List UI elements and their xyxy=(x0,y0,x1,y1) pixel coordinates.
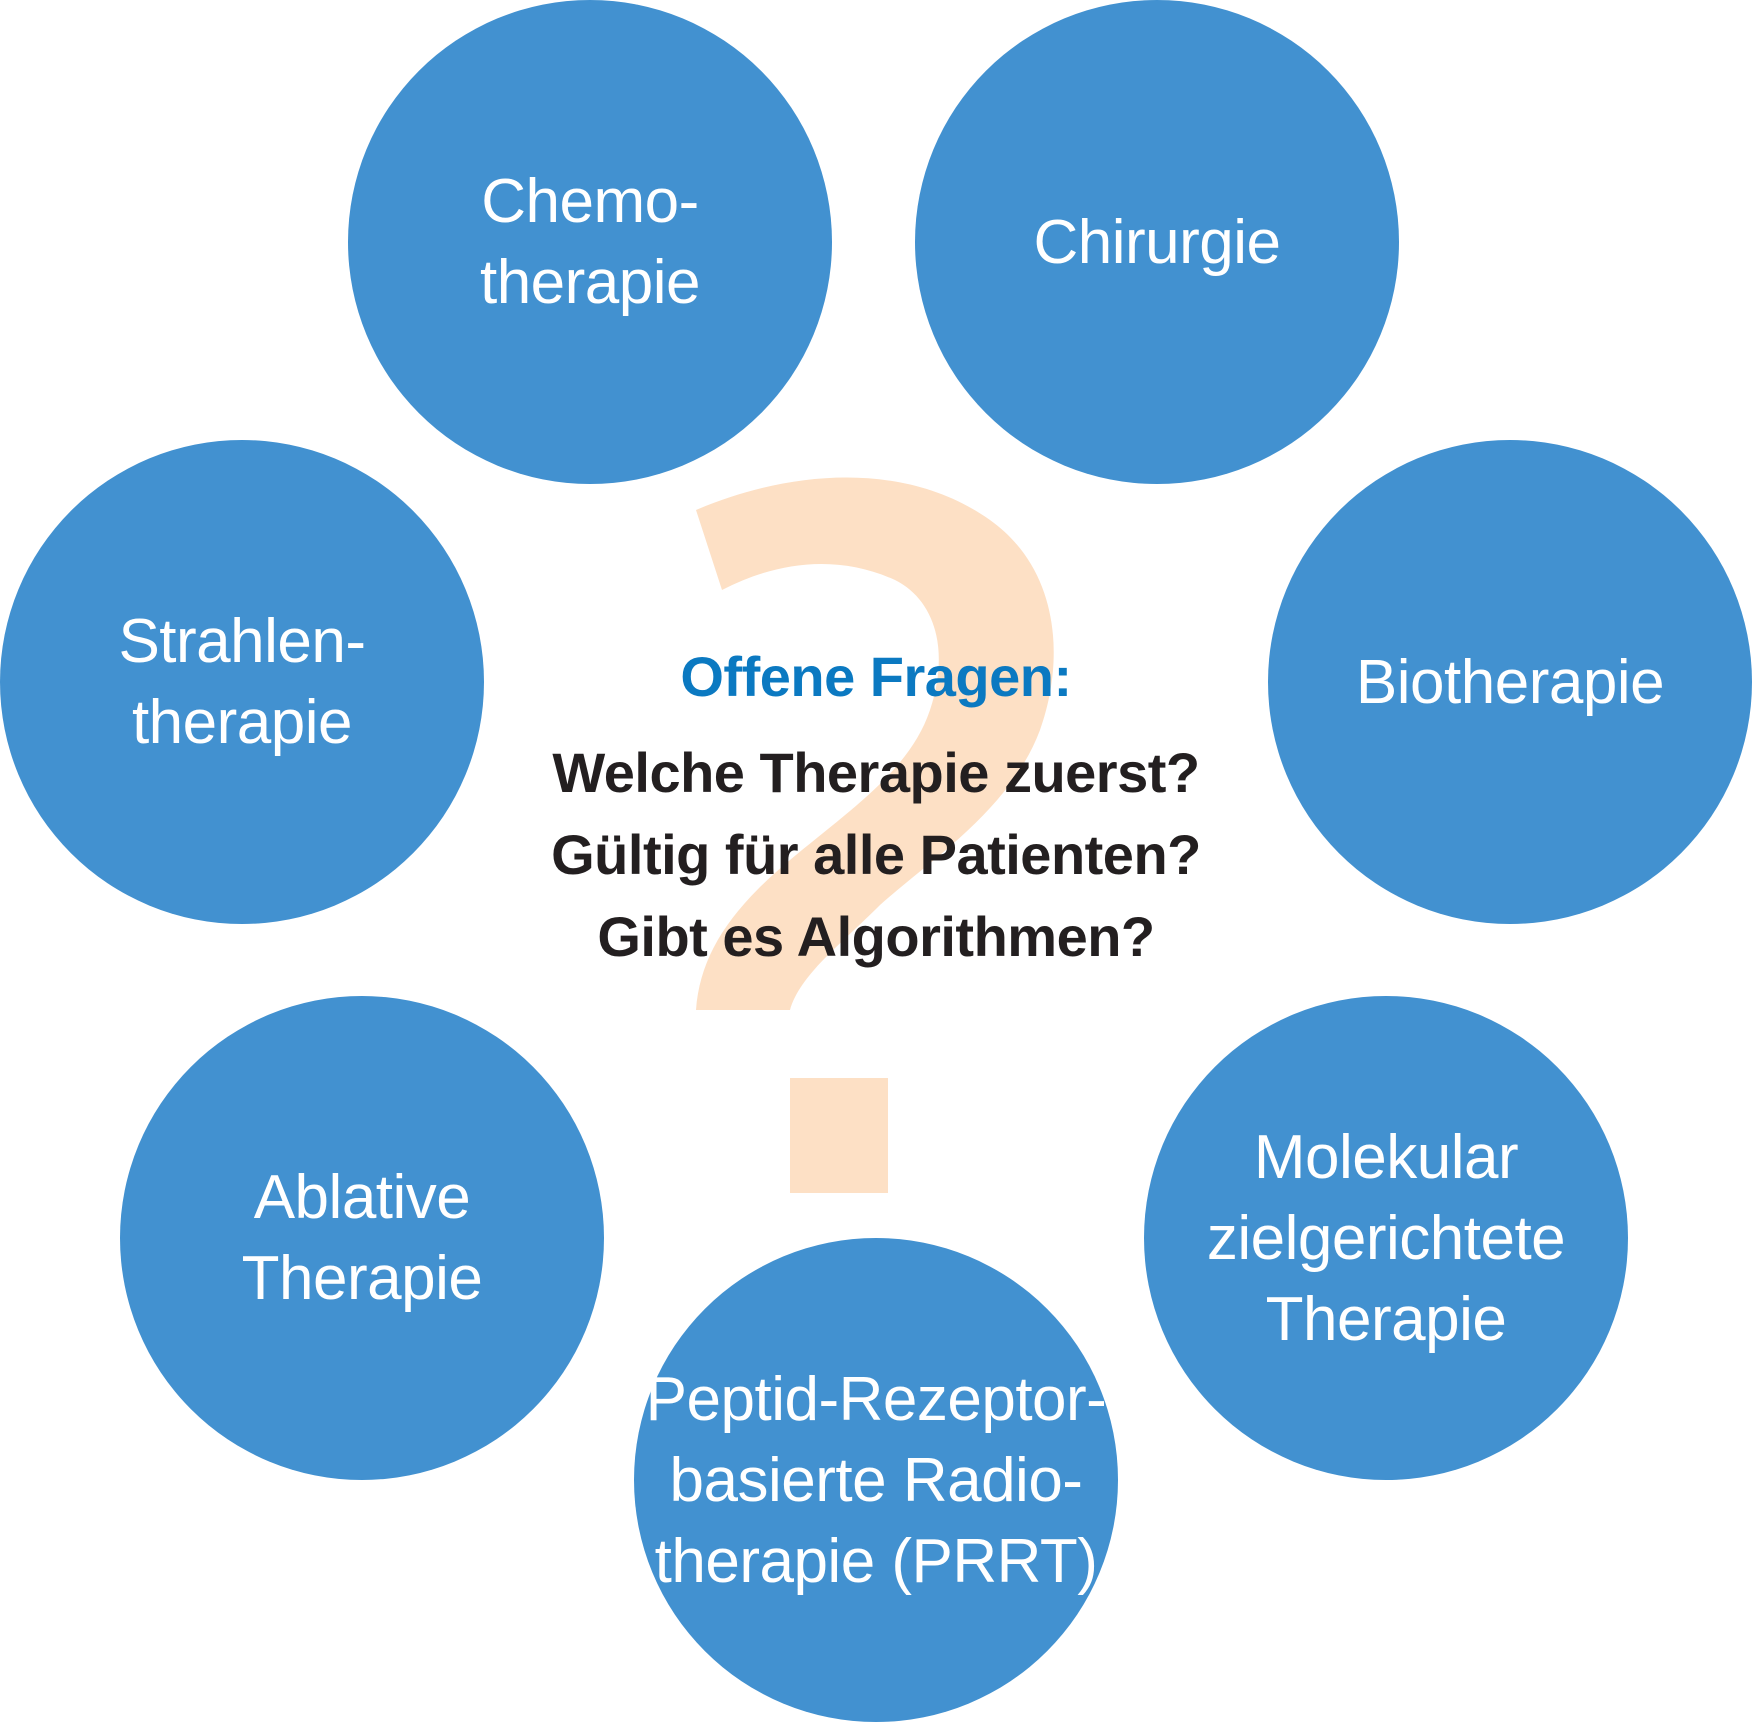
question-algorithms: Gibt es Algorithmen? xyxy=(597,905,1155,968)
label-molekular-zielgerichtete-therapie: Molekular zielgerichtete Therapie xyxy=(1206,1122,1566,1354)
question-therapy-order: Welche Therapie zuerst? xyxy=(552,741,1200,804)
circle-ablative-therapie: Ablative Therapie xyxy=(120,996,604,1480)
circle-prrt: Peptid-Rezeptor- basierte Radio- therapi… xyxy=(634,1238,1118,1722)
circle-strahlentherapie: Strahlen- therapie xyxy=(0,440,484,924)
label-prrt: Peptid-Rezeptor- basierte Radio- therapi… xyxy=(645,1364,1107,1596)
circle-molekular-zielgerichtete-therapie: Molekular zielgerichtete Therapie xyxy=(1144,996,1628,1480)
question-mark-dot xyxy=(790,1078,888,1193)
label-biotherapie: Biotherapie xyxy=(1355,647,1665,717)
circle-chemotherapie: Chemo- therapie xyxy=(348,0,832,484)
circle-chirurgie: Chirurgie xyxy=(915,0,1399,484)
label-ablative-therapie: Ablative Therapie xyxy=(241,1163,483,1313)
question-mark-curve xyxy=(696,477,1054,1010)
label-strahlentherapie: Strahlen- therapie xyxy=(118,607,366,757)
circle-biotherapie: Biotherapie xyxy=(1268,440,1752,924)
question-all-patients: Gültig für alle Patienten? xyxy=(551,823,1201,886)
open-questions-title: Offene Fragen: xyxy=(680,645,1072,708)
open-questions: Offene Fragen: Welche Therapie zuerst? G… xyxy=(476,638,1276,978)
label-chirurgie: Chirurgie xyxy=(1033,207,1281,277)
label-chemotherapie: Chemo- therapie xyxy=(479,167,701,317)
